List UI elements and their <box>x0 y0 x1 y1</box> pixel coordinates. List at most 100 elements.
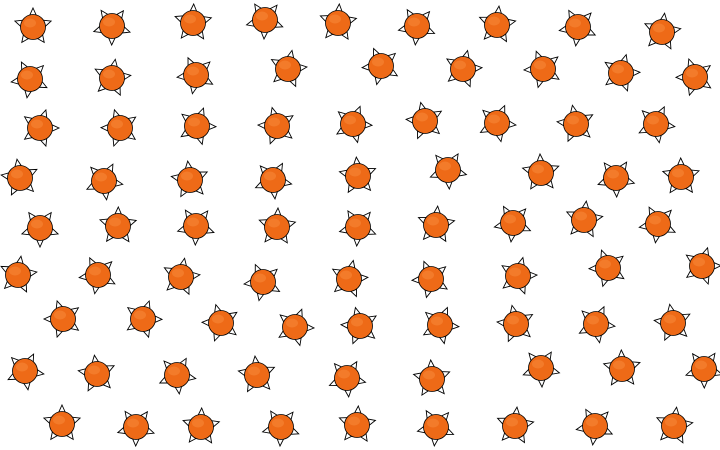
mine-tile[interactable] <box>638 204 678 244</box>
mine-tile[interactable] <box>177 106 218 146</box>
mine-tile[interactable] <box>601 53 642 93</box>
mine-tile[interactable] <box>410 259 451 299</box>
spiked-orange-mine-icon <box>237 355 276 393</box>
mine-tile[interactable] <box>636 104 676 144</box>
spiked-orange-mine-icon <box>429 152 468 191</box>
mine-tile[interactable] <box>98 205 138 246</box>
mine-tile[interactable] <box>78 255 118 295</box>
mine-tile[interactable] <box>493 203 533 243</box>
mine-tile[interactable] <box>92 58 132 98</box>
mine-tile[interactable] <box>92 6 132 47</box>
mine-tile[interactable] <box>477 5 517 45</box>
mine-tile[interactable] <box>397 6 437 46</box>
mine-tile[interactable] <box>77 354 117 394</box>
mine-tile[interactable] <box>564 200 604 240</box>
mine-tile[interactable] <box>268 49 308 89</box>
mine-tile[interactable] <box>181 406 221 447</box>
spiked-orange-mine-icon <box>243 263 281 302</box>
spiked-orange-mine-icon <box>661 156 701 194</box>
mine-tile[interactable] <box>642 12 682 52</box>
spiked-orange-mine-icon <box>163 257 201 296</box>
mine-tile[interactable] <box>339 306 380 346</box>
mine-tile[interactable] <box>661 156 701 197</box>
mine-tile[interactable] <box>10 59 50 99</box>
mine-tile[interactable] <box>116 407 156 448</box>
mine-tile[interactable] <box>99 108 140 148</box>
mine-tile[interactable] <box>275 307 316 347</box>
spiked-orange-mine-icon <box>674 57 712 97</box>
mine-tile[interactable] <box>237 355 277 395</box>
mine-tile[interactable] <box>243 262 283 302</box>
mine-tile[interactable] <box>253 160 293 200</box>
mine-tile[interactable] <box>0 255 38 295</box>
mine-tile[interactable] <box>329 259 369 299</box>
mine-tile[interactable] <box>42 299 83 339</box>
mine-tile[interactable] <box>684 349 720 390</box>
mine-tile[interactable] <box>405 101 445 141</box>
mine-tile[interactable] <box>682 246 720 286</box>
mine-tile[interactable] <box>245 0 285 41</box>
spiked-orange-mine-icon <box>338 209 377 248</box>
mine-tile[interactable] <box>13 6 53 47</box>
mine-tile[interactable] <box>42 403 82 444</box>
spiked-orange-mine-icon <box>176 56 214 95</box>
mine-tile[interactable] <box>416 407 456 447</box>
mine-tile[interactable] <box>575 406 615 446</box>
mine-tile[interactable] <box>327 358 367 398</box>
spiked-orange-mine-icon <box>20 211 60 249</box>
spiked-orange-mine-icon <box>578 305 616 344</box>
mine-tile[interactable] <box>428 150 468 191</box>
mine-tile[interactable] <box>5 351 45 391</box>
mine-tile[interactable] <box>602 348 642 389</box>
mine-tile[interactable] <box>477 103 517 143</box>
mine-tile[interactable] <box>20 108 61 148</box>
mine-tile[interactable] <box>443 49 484 89</box>
mine-tile[interactable] <box>256 106 297 146</box>
mine-tile[interactable] <box>257 206 297 247</box>
mine-tile[interactable] <box>20 208 60 249</box>
mine-tile[interactable] <box>521 348 561 389</box>
mine-tile[interactable] <box>558 7 598 47</box>
mine-tile[interactable] <box>170 160 210 200</box>
mine-tile[interactable] <box>521 152 561 193</box>
mine-tile[interactable] <box>157 355 197 395</box>
spiked-orange-mine-icon <box>256 106 294 145</box>
mine-tile[interactable] <box>495 406 535 446</box>
mine-tile[interactable] <box>361 46 401 86</box>
mine-tile[interactable] <box>522 49 563 89</box>
mine-tile[interactable] <box>412 358 452 399</box>
mine-tile[interactable] <box>176 206 216 247</box>
mine-tile[interactable] <box>576 304 616 344</box>
mine-tile[interactable] <box>556 104 596 144</box>
mine-tile[interactable] <box>496 304 536 344</box>
mine-tile[interactable] <box>123 299 164 339</box>
spiked-orange-mine-icon <box>10 61 48 99</box>
mine-tile[interactable] <box>596 158 636 199</box>
mine-tile[interactable] <box>338 207 378 248</box>
mine-tile[interactable] <box>84 161 124 201</box>
spiked-orange-mine-icon <box>158 357 197 395</box>
mine-tile[interactable] <box>161 257 201 297</box>
mine-tile[interactable] <box>333 104 374 144</box>
mine-tile[interactable] <box>416 205 456 245</box>
mine-tile[interactable] <box>587 248 628 288</box>
spiked-orange-mine-icon <box>338 404 377 443</box>
spiked-orange-mine-icon <box>522 50 560 89</box>
spiked-orange-mine-icon <box>653 303 691 342</box>
mine-tile[interactable] <box>674 57 715 97</box>
spiked-orange-mine-icon <box>565 200 604 238</box>
mine-tile[interactable] <box>261 407 301 448</box>
mine-tile[interactable] <box>200 303 241 343</box>
mine-tile[interactable] <box>338 156 378 196</box>
mine-tile[interactable] <box>176 55 216 95</box>
mine-tile[interactable] <box>653 303 693 343</box>
spiked-orange-mine-icon <box>416 409 455 447</box>
mine-tile[interactable] <box>318 2 358 43</box>
mine-tile[interactable] <box>498 256 539 296</box>
mine-tile[interactable] <box>420 305 460 345</box>
spiked-orange-mine-icon <box>405 101 443 140</box>
mine-tile[interactable] <box>0 158 40 198</box>
mine-tile[interactable] <box>337 404 377 445</box>
mine-tile[interactable] <box>654 406 694 446</box>
mine-tile[interactable] <box>173 2 213 43</box>
